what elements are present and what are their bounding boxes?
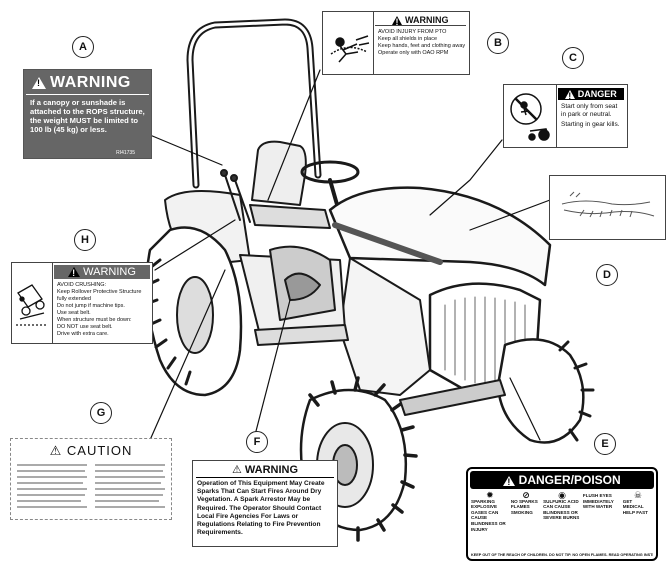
label-f-heading: WARNING (244, 464, 299, 476)
label-a-text: If a canopy or sunshade is attached to t… (30, 98, 145, 134)
label-h-heading: WARNING (83, 266, 136, 278)
danger-triangle-icon (503, 475, 516, 487)
warning-triangle-icon (68, 267, 81, 278)
callout-e: E (594, 433, 616, 455)
callout-f: F (246, 431, 268, 453)
label-h-bullet: Do not jump if machine tips. (57, 303, 125, 309)
label-e-footer: KEEP OUT OF THE REACH OF CHILDREN. DO NO… (471, 553, 653, 557)
warning-triangle-icon (392, 16, 403, 27)
implement-diagram-icon (561, 191, 655, 218)
explosion-icon: ✹ (486, 490, 494, 500)
callout-h: H (74, 229, 96, 251)
warning-label-b: WARNING AVOID INJURY FROM PTO Keep all s… (322, 11, 470, 75)
label-d (549, 175, 666, 240)
label-e-heading: DANGER/POISON (518, 473, 621, 487)
leader-a (149, 134, 223, 166)
label-b-bullet: Operate only with OAO RPM (378, 50, 449, 56)
warning-label-a: WARNING If a canopy or sunshade is attac… (23, 69, 152, 159)
label-h-bullet: Use seat belt. (57, 310, 91, 316)
no-flame-icon: ⊘ (522, 490, 530, 500)
label-b-bullet: Keep all shields in place (378, 36, 438, 42)
rollover-crush-icon (12, 263, 53, 343)
tractor-runover-icon (504, 85, 557, 147)
label-a-heading: WARNING (50, 74, 131, 91)
label-b-bullet: Keep hands, feet and clothing away (378, 43, 466, 49)
label-e-col-explosive: ✹ SPARKING EXPLOSIVE GASES CAN CAUSE BLI… (471, 490, 509, 532)
pto-hazard-icon (323, 12, 374, 74)
label-c-line2: Starting in gear kills. (561, 121, 620, 128)
callout-g: G (90, 402, 112, 424)
leader-g (149, 269, 226, 441)
leader-b (267, 69, 321, 201)
leader-c (429, 139, 503, 216)
callout-c: C (562, 47, 584, 69)
label-c-line1: Start only from seat in park or neutral. (561, 103, 618, 118)
callout-d: D (596, 264, 618, 286)
leader-e (509, 377, 541, 441)
skull-icon: ☠ (633, 490, 642, 500)
label-b-heading: WARNING (405, 15, 449, 25)
warning-label-f: ⚠ WARNING Operation of This Equipment Ma… (192, 460, 338, 547)
label-a-part-number: RI41735 (116, 150, 135, 156)
label-b-line1: AVOID INJURY FROM PTO (378, 29, 447, 35)
caution-fine-print (17, 464, 165, 508)
danger-label-c: DANGER Start only from seat in park or n… (503, 84, 628, 148)
label-h-bullet: Keep Rollover Protective Structure fully… (57, 289, 142, 302)
front-tire-right (496, 338, 585, 444)
label-f-text: Operation of This Equipment May Create S… (197, 480, 325, 537)
label-g-heading: CAUTION (66, 443, 133, 458)
label-e-col-acid: ◉ SULFURIC ACID CAN CAUSE BLINDNESS OR S… (543, 490, 580, 521)
label-h-bullet: DO NOT use seat belt. (57, 324, 113, 330)
hood (328, 186, 552, 287)
callout-a: A (72, 36, 94, 58)
callout-b: B (487, 32, 509, 54)
eye-protection-icon: ◉ (558, 490, 566, 500)
caution-triangle-icon: ⚠ (49, 443, 63, 458)
warning-triangle-icon (32, 77, 46, 89)
label-e-col-medical: ☠ GET MEDICAL HELP FAST (623, 490, 653, 532)
caution-label-g: ⚠ CAUTION (10, 438, 172, 520)
danger-poison-label-e: DANGER/POISON ✹ SPARKING EXPLOSIVE GASES… (466, 467, 658, 561)
label-e-col-no-sparks: ⊘ NO SPARKS FLAMES SMOKING (511, 490, 541, 532)
leader-f (254, 299, 291, 436)
leader-h (154, 219, 236, 271)
warning-triangle-icon: ⚠ (231, 464, 242, 476)
label-c-heading: DANGER (577, 89, 617, 99)
danger-triangle-icon (565, 90, 576, 101)
leader-d (469, 199, 551, 231)
warning-label-h: WARNING AVOID CRUSHING: Keep Rollover Pr… (11, 262, 153, 344)
label-e-col-flush: FLUSH EYES IMMEDIATELY WITH WATER (582, 493, 614, 510)
label-h-bullet: Drive with extra care. (57, 331, 109, 337)
label-h-line2: When structure must be down: (57, 317, 132, 323)
label-h-line1: AVOID CRUSHING: (57, 282, 107, 288)
